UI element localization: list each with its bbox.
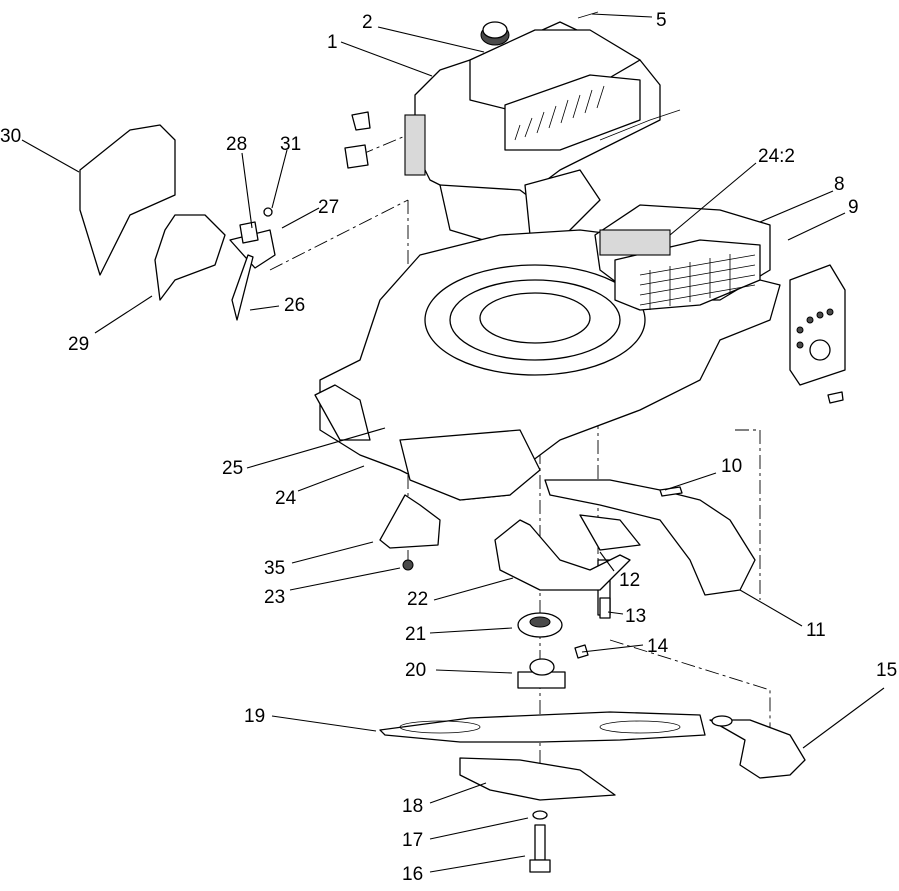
callout-21: 21 xyxy=(405,624,426,645)
callout-17: 17 xyxy=(402,830,423,851)
control-bracket xyxy=(229,207,276,321)
callout-30: 30 xyxy=(0,126,21,147)
callout-15: 15 xyxy=(876,660,897,681)
callout-25: 25 xyxy=(222,458,243,479)
callout-18: 18 xyxy=(402,796,423,817)
callout-11: 11 xyxy=(806,620,826,641)
engine-cooling-fins xyxy=(514,85,605,141)
callout-24-2: 24:2 xyxy=(758,146,795,167)
callout-labels: 1 2 5 30 28 31 27 24:2 8 9 26 29 25 24 1… xyxy=(0,10,897,885)
callout-16: 16 xyxy=(402,864,423,885)
callout-1: 1 xyxy=(327,32,338,53)
engine-side-grille xyxy=(404,114,426,176)
callout-8: 8 xyxy=(834,174,845,195)
callout-19: 19 xyxy=(244,706,265,727)
blade-stiffener xyxy=(459,757,616,801)
callout-10: 10 xyxy=(721,456,742,477)
callout-28: 28 xyxy=(226,134,247,155)
front-shield xyxy=(379,494,441,571)
callout-12: 12 xyxy=(619,570,640,591)
callout-26: 26 xyxy=(284,295,305,316)
rear-baffle xyxy=(544,479,756,619)
callout-27: 27 xyxy=(318,197,339,218)
callout-9: 9 xyxy=(848,197,859,218)
engine-assembly xyxy=(404,11,681,246)
rear-door-assembly xyxy=(79,124,226,301)
callout-2: 2 xyxy=(362,12,373,33)
blade-bolt xyxy=(529,810,551,873)
callout-20: 20 xyxy=(405,660,426,681)
callout-13: 13 xyxy=(625,606,646,627)
callout-29: 29 xyxy=(68,334,89,355)
cutting-blade xyxy=(379,711,706,743)
callout-22: 22 xyxy=(407,589,428,610)
chute-grille xyxy=(639,254,756,310)
callout-14: 14 xyxy=(647,636,669,657)
callout-31: 31 xyxy=(280,134,301,155)
blade-adapter-assembly xyxy=(494,519,631,689)
discharge-chute-assembly xyxy=(594,204,771,311)
trim-guard xyxy=(709,715,806,779)
callout-23: 23 xyxy=(264,587,285,608)
height-adjust-plate xyxy=(789,264,846,404)
callout-24: 24 xyxy=(275,488,297,509)
spark-plug-boot xyxy=(344,111,371,169)
callout-5: 5 xyxy=(656,10,667,31)
callout-35: 35 xyxy=(264,558,285,579)
leader-lines xyxy=(21,13,885,873)
